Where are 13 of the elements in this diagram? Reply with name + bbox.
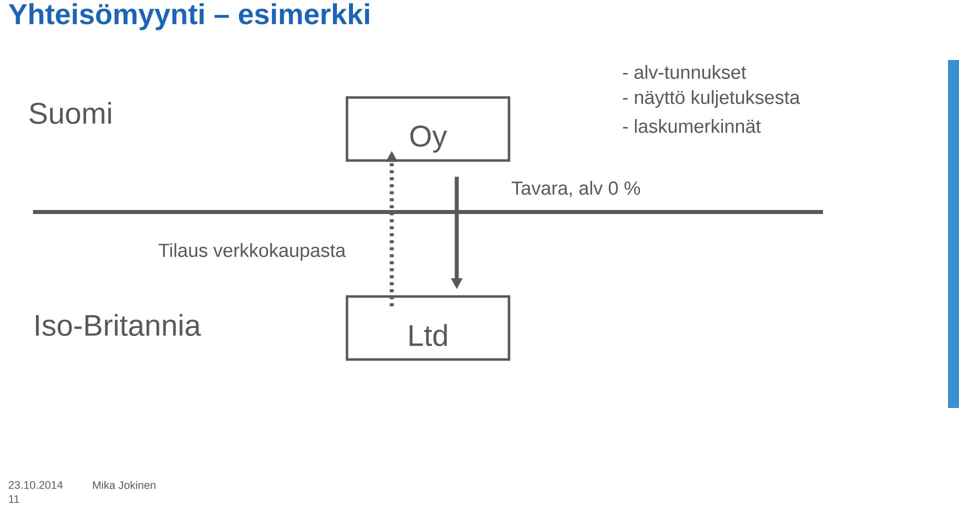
title: Yhteisömyynti – esimerkki xyxy=(8,3,370,30)
footer-text: 23.10.2014 xyxy=(8,481,63,489)
country-label: Iso-Britannia xyxy=(36,314,201,336)
list-item: - alv-tunnukset xyxy=(623,65,746,79)
footer-text: 11 xyxy=(9,495,20,503)
country-label: Suomi xyxy=(30,102,111,124)
list-item: - näyttö kuljetuksesta xyxy=(623,90,800,108)
list-item: - laskumerkinnät xyxy=(623,119,761,133)
box: Oy xyxy=(346,96,510,162)
box: Ltd xyxy=(346,295,510,361)
edge-label: Tilaus verkkokaupasta xyxy=(157,242,347,262)
footer-text: Mika Jokinen xyxy=(93,480,156,490)
edge-label: Tavara, alv 0 % xyxy=(510,180,642,198)
